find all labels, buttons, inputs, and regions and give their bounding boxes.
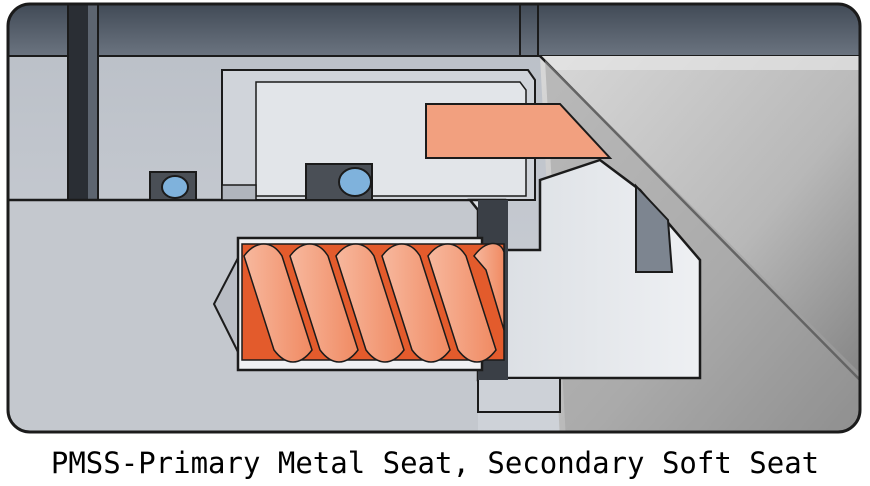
o-ring-left	[161, 175, 189, 199]
soft-seat-insert	[425, 103, 613, 159]
housing-top	[8, 4, 860, 56]
valve-seat-diagram	[6, 2, 862, 434]
spring	[241, 242, 505, 363]
caption: PMSS-Primary Metal Seat, Secondary Soft …	[50, 446, 820, 480]
o-ring-right	[338, 167, 372, 197]
seat-slot	[635, 183, 674, 273]
diagram-frame	[6, 2, 862, 434]
